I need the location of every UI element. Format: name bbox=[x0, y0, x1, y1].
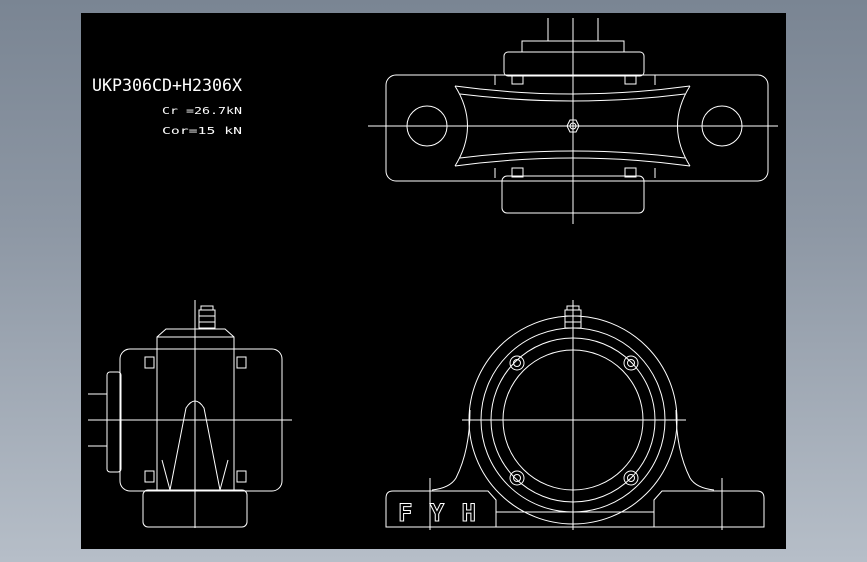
model-title: UKP306CD+H2306X bbox=[92, 76, 243, 96]
spec-cr: Cr =26.7kN bbox=[162, 106, 242, 117]
brand-label: FYH bbox=[398, 499, 476, 527]
top-view bbox=[368, 18, 778, 224]
drawing-canvas[interactable] bbox=[81, 13, 786, 549]
side-view bbox=[88, 300, 292, 528]
front-view: FYH bbox=[385, 300, 765, 530]
spec-cor: Cor=15 kN bbox=[162, 126, 242, 137]
